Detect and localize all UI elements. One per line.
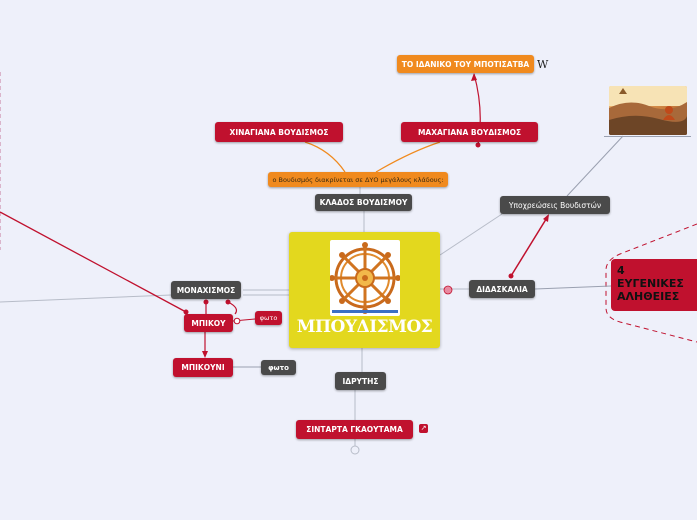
four-truths-line-3: ΑΛΗΘΕΙΕΣ xyxy=(617,290,680,303)
didaskalia-node[interactable]: ΔΙΔΑΣΚΑΛΙΑ xyxy=(469,280,535,298)
mpikoyni-node[interactable]: ΜΠΙΚΟΥΝΙ xyxy=(173,358,233,377)
ideal-bodhisattva-node[interactable]: ΤΟ ΙΔΑΝΙΚΟ ΤΟΥ ΜΠΟΤΙΣΑΤΒΑ xyxy=(397,55,534,73)
external-link-icon[interactable]: ↗ xyxy=(419,424,428,433)
central-topic-node[interactable]: ΜΠΟΥΔΙΣΜΟΣ xyxy=(289,232,440,348)
monaxismos-node[interactable]: ΜΟΝΑΧΙΣΜΟΣ xyxy=(171,281,241,299)
foto-node-2[interactable]: φωτο xyxy=(261,360,296,375)
photo-scene-icon xyxy=(609,86,687,135)
idrytis-node[interactable]: ΙΔΡΥΤΗΣ xyxy=(335,372,386,390)
foto-node-1[interactable]: φωτο xyxy=(255,311,282,325)
photo-underline xyxy=(604,136,691,137)
central-topic-title: ΜΠΟΥΔΙΣΜΟΣ xyxy=(296,317,433,337)
four-truths-line-2: ΕΥΓΕΝΙΚΕΣ xyxy=(617,277,684,290)
klados-subtitle-node[interactable]: ο Βουδισμός διακρίνεται σε ΔΥΟ μεγάλους … xyxy=(268,172,448,187)
dharma-wheel-icon xyxy=(329,242,401,314)
obligations-node[interactable]: Υποχρεώσεις Βουδιστών xyxy=(500,196,610,214)
sintarta-node[interactable]: ΣΙΝΤΑΡΤΑ ΓΚΑΟΥΤΑΜΑ xyxy=(296,420,413,439)
maxagiana-node[interactable]: ΜΑΧΑΓΙΑΝΑ ΒΟΥΔΙΣΜΟΣ xyxy=(401,122,538,142)
four-truths-line-1: 4 xyxy=(617,264,625,277)
wikipedia-icon[interactable]: W xyxy=(537,58,549,71)
dharma-wheel-logo xyxy=(329,240,401,316)
klados-node[interactable]: ΚΛΑΔΟΣ ΒΟΥΔΙΣΜΟΥ xyxy=(315,194,412,211)
mpikoy-node[interactable]: ΜΠΙΚΟΥ xyxy=(184,314,233,332)
meditation-photo[interactable] xyxy=(609,86,687,135)
xinagiana-node[interactable]: ΧΙΝΑΓΙΑΝΑ ΒΟΥΔΙΣΜΟΣ xyxy=(215,122,343,142)
four-noble-truths-node[interactable]: 4 ΕΥΓΕΝΙΚΕΣ ΑΛΗΘΕΙΕΣ xyxy=(611,259,697,311)
